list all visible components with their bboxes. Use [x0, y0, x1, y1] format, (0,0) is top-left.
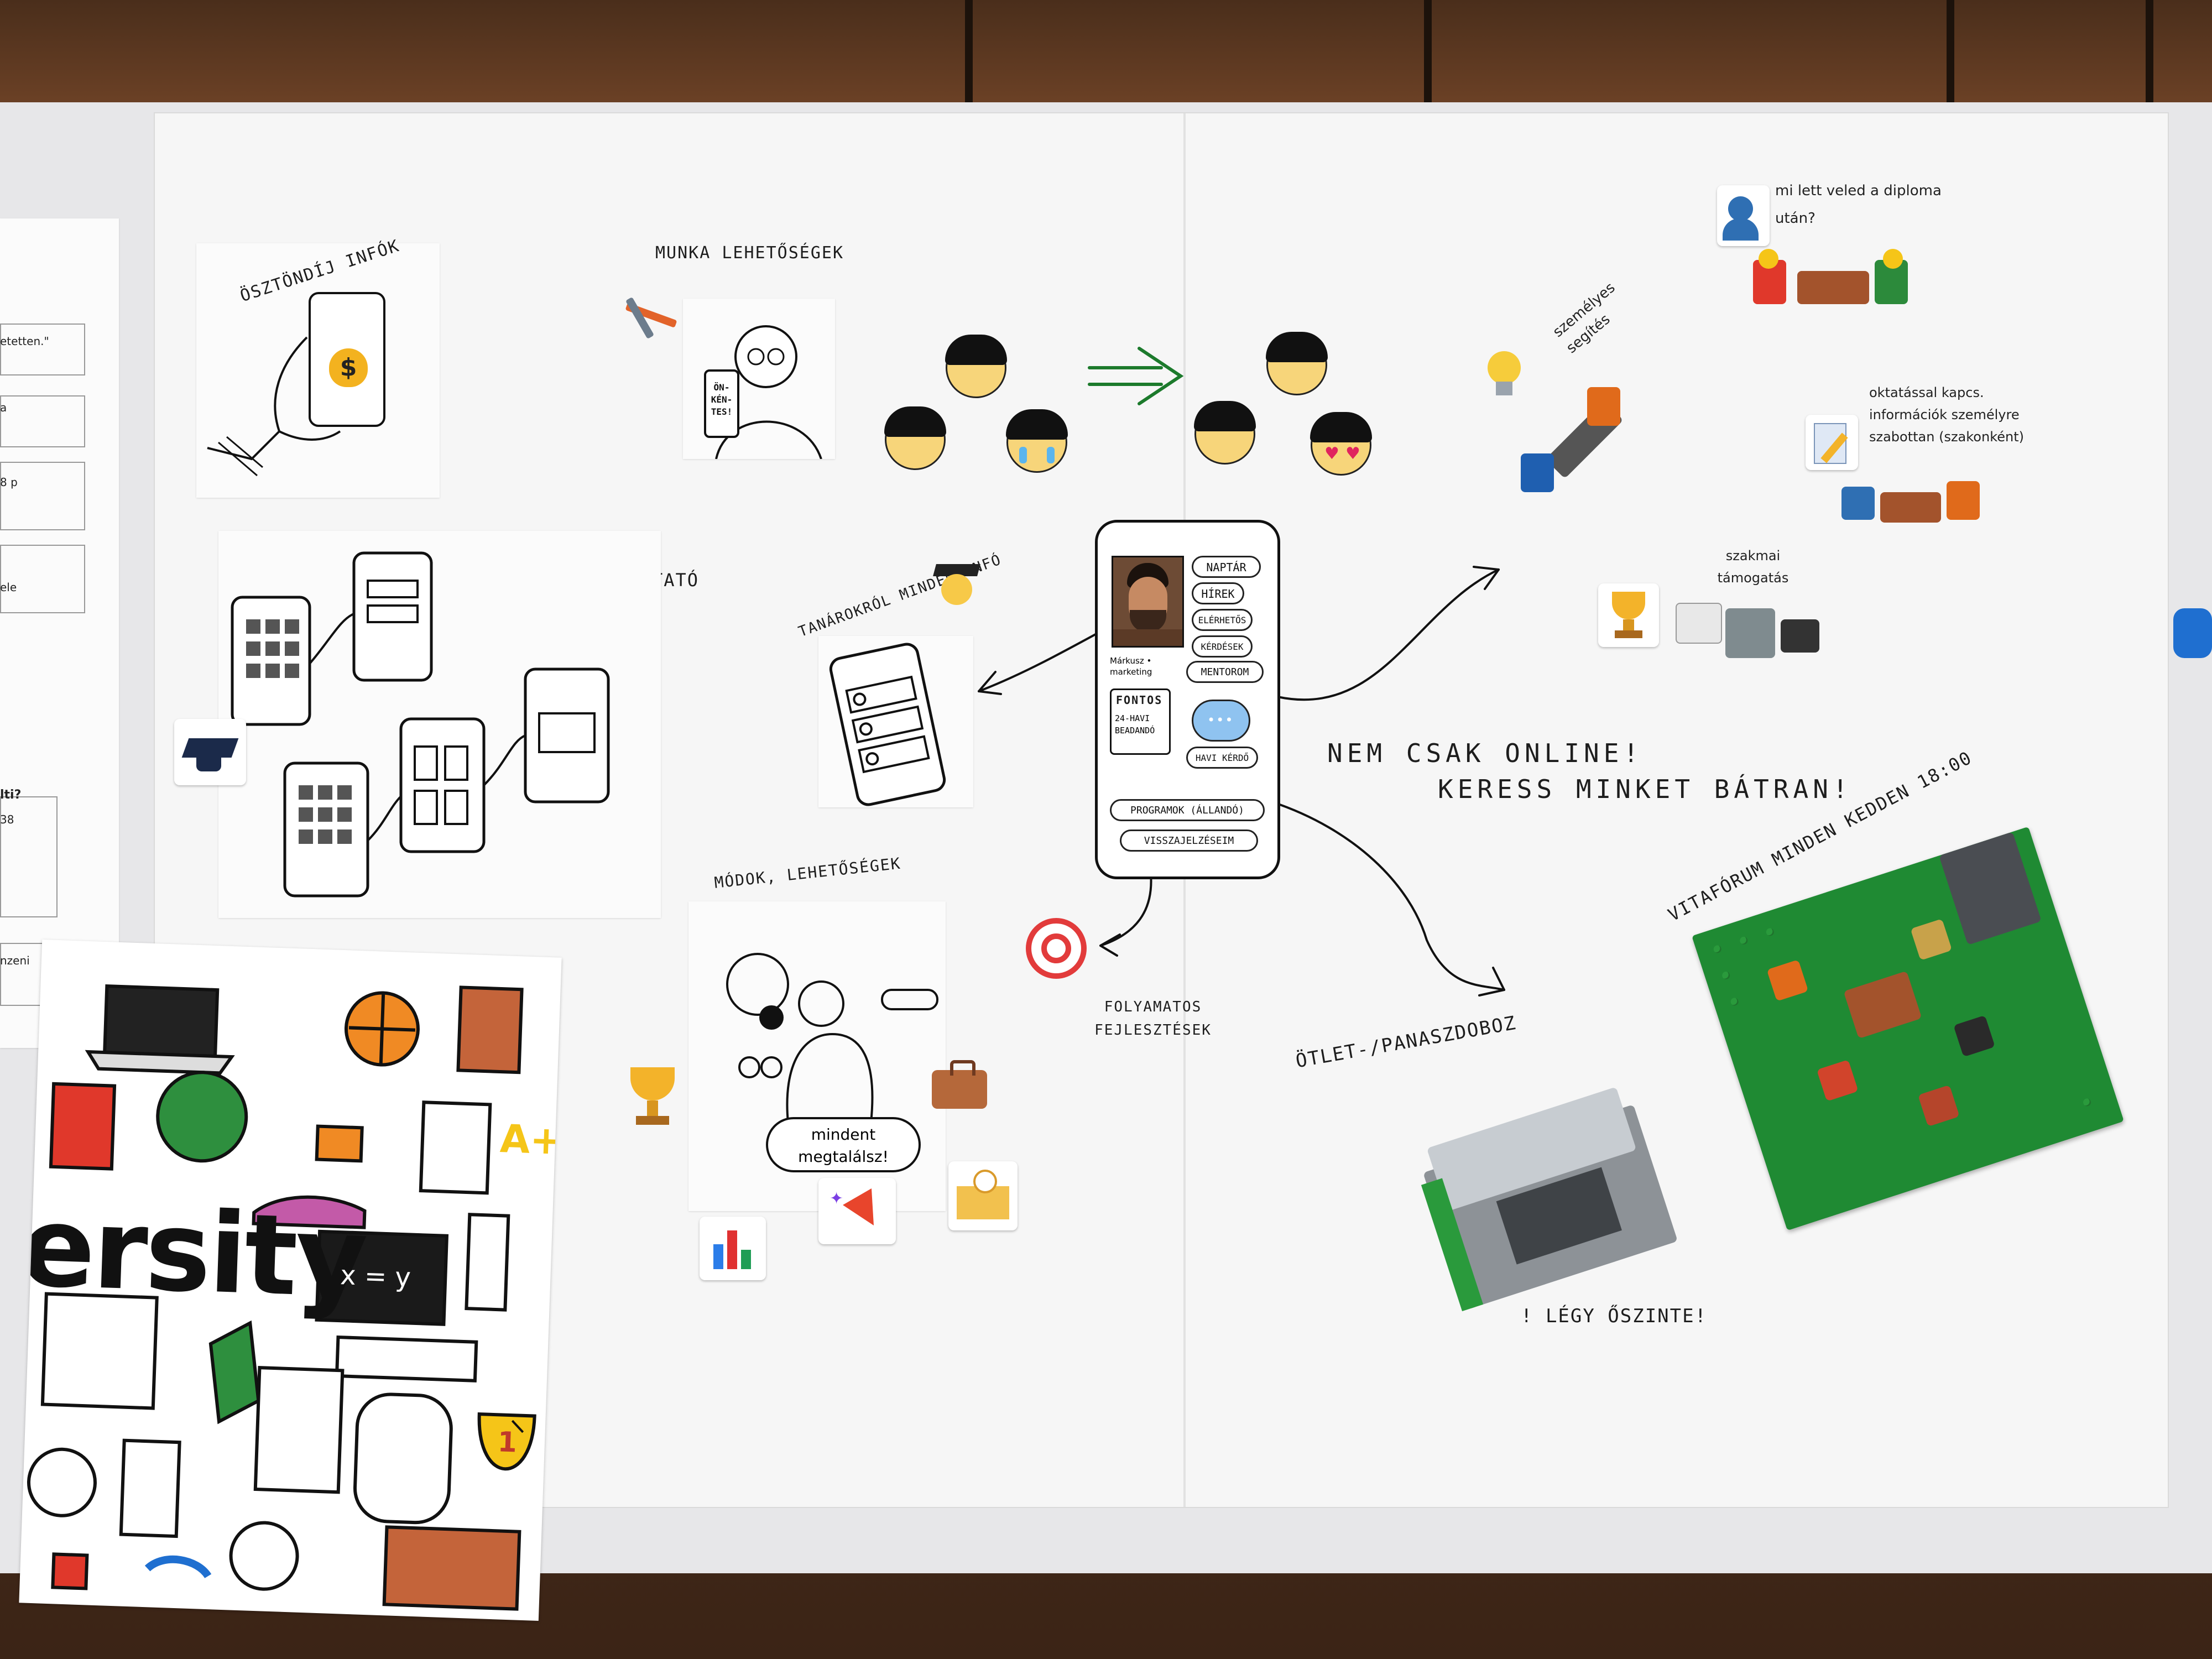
trophy-icon [1598, 583, 1659, 647]
doodle-poster: ersity x = y A+ 1 [19, 939, 562, 1621]
volunteer-phone-text: ÖN-KÉN-TES! [711, 382, 733, 417]
profile-photo [1112, 556, 1184, 648]
phone-button-visszajelzeseim[interactable]: VISSZAJELZÉSEIM [1120, 830, 1258, 852]
tools-icon [619, 290, 680, 340]
side-fragment: 38 [0, 813, 14, 826]
person-searching-drawing [726, 953, 938, 1123]
chair-leg [1424, 0, 1432, 105]
winking-face-icon [1194, 401, 1256, 465]
arrow-to-development [1099, 867, 1152, 947]
search-bubble: mindent megtalálsz! [766, 1117, 921, 1172]
phone-button-naptar[interactable]: NAPTÁR [1192, 556, 1261, 578]
hand-holding-phone-drawing [207, 292, 385, 477]
label-munka: MUNKA LEHETŐSÉGEK [655, 243, 844, 263]
label-szakmai: szakmai támogatás [1717, 548, 1789, 586]
side-fragment: lti? [0, 788, 22, 802]
trophy-icon [619, 1062, 686, 1134]
target-icon [1026, 918, 1087, 979]
chalkboard-equation: x = y [340, 1260, 411, 1293]
phone-button-kerdesek[interactable]: KÉRDÉSEK [1192, 635, 1253, 658]
briefcase-icon [929, 1053, 990, 1114]
lego-minifigures-professional [1676, 586, 1825, 675]
side-fragment: a [0, 401, 7, 414]
phone-button-hirek[interactable]: HÍREK [1192, 582, 1244, 604]
school-doodles-drawing [27, 984, 536, 1611]
lego-minifigures-diploma [1742, 249, 1924, 321]
lightbulb-icon [1488, 351, 1521, 398]
marketing-note: Márkusz • marketing [1110, 656, 1152, 677]
poster-word: ersity [19, 1182, 368, 1323]
lego-minifigures-personal [1510, 382, 1637, 498]
side-fragment: nzeni [0, 954, 30, 967]
green-arrow [1088, 347, 1184, 405]
teacher-list-phone-drawing [829, 643, 946, 806]
crying-face-icon [1006, 409, 1068, 473]
graduation-cap-icon [174, 719, 246, 785]
phones-wireframe-drawing [231, 551, 610, 898]
scholarship-sketch: $ [196, 243, 440, 498]
label-diploma: mi lett veled a diploma után? [1775, 182, 1942, 227]
arrow-to-support [1276, 568, 1500, 701]
people-icon [1717, 185, 1770, 246]
heart-eyes-face-icon: ♥♥ [1310, 412, 1372, 476]
headline-online: NEM CSAK ONLINE! [1327, 738, 1644, 768]
options-sketch: mindent megtalálsz! [688, 901, 946, 1211]
grade-a-plus: A+ [499, 1116, 562, 1164]
chair-leg [965, 0, 973, 105]
teachers-sketch [818, 636, 973, 807]
label-oktatassal: oktatással kapcs. információk személyre … [1869, 385, 2024, 445]
label-folyamatos: FOLYAMATOS FEJLESZTÉSEK [1094, 999, 1212, 1039]
chat-bubble-icon: ••• [1192, 700, 1250, 742]
smiling-face-icon [1266, 332, 1328, 395]
school-building-icon [948, 1161, 1018, 1230]
dizzy-face-icon [884, 406, 946, 470]
central-phone-sketch: NAPTÁR HÍREK ELÉRHETŐS KÉRDÉSEK Márkusz … [1095, 520, 1280, 879]
phone-button-programok[interactable]: PROGRAMOK (ÁLLANDÓ) [1110, 799, 1265, 821]
side-fragment: ele [0, 581, 17, 594]
phone-button-havi-kerdo[interactable]: HAVI KÉRDŐ [1186, 747, 1258, 769]
note-fontos: FONTOS [1116, 693, 1163, 707]
memo-pencil-icon [1806, 415, 1858, 470]
trophy-number: 1 [497, 1426, 518, 1459]
money-bag-icon: $ [329, 348, 368, 387]
side-fragment: etetten." [0, 335, 49, 348]
phone-button-mentorom[interactable]: MENTOROM [1186, 661, 1264, 683]
arrow-to-ideabox [1271, 801, 1505, 991]
blue-lego-piece [2173, 608, 2212, 658]
phone-button-elerhetos[interactable]: ELÉRHETŐS [1192, 609, 1253, 631]
user-guide-sketch [218, 531, 661, 918]
person-with-phone-drawing [704, 325, 822, 459]
upset-face-icon [945, 335, 1007, 398]
important-note-box: FONTOS 24-HAVI BEADANDÓ [1110, 688, 1171, 755]
chair-leg [1947, 0, 1954, 105]
note-beadando: 24-HAVI BEADANDÓ [1115, 713, 1155, 735]
lego-minifigures-education [1841, 470, 1985, 531]
teacher-emoji-icon [933, 564, 980, 617]
chair-leg [2146, 0, 2153, 105]
headline-keress: KERESS MINKET BÁTRAN! [1438, 774, 1853, 804]
label-legy-oszinte: ! LÉGY ŐSZINTE! [1521, 1305, 1708, 1327]
party-popper-icon: ✦ [818, 1178, 896, 1244]
bar-chart-icon [700, 1217, 766, 1280]
volunteer-sketch: ÖN-KÉN-TES! [683, 299, 835, 459]
side-fragment: 8 p [0, 476, 18, 489]
